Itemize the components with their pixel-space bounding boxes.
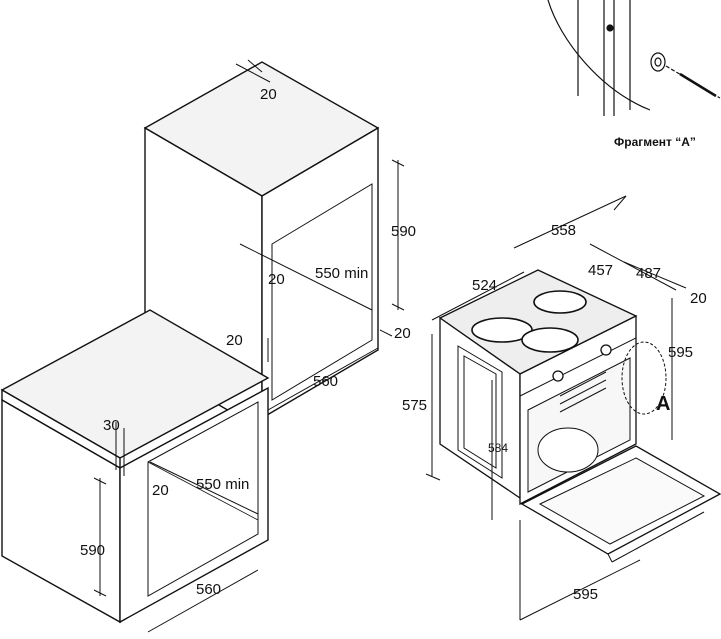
tall-top-panel-dim: 20 bbox=[260, 86, 277, 103]
tall-niche-width-dim: 560 bbox=[313, 373, 338, 390]
fragment-caption: Фрагмент “A” bbox=[614, 135, 696, 149]
under-top-dim: 30 bbox=[103, 417, 120, 434]
under-depth-dim: 550 min bbox=[196, 476, 249, 493]
callout-a-label: A bbox=[656, 393, 670, 415]
oven-frame-dim: 20 bbox=[690, 290, 707, 307]
under-cabinet bbox=[0, 309, 270, 624]
oven bbox=[438, 269, 721, 563]
tall-right-panel-dim: 20 bbox=[394, 325, 411, 342]
tall-inner-side-dim: 20 bbox=[268, 271, 285, 288]
oven-body-height-dim: 575 bbox=[402, 397, 427, 414]
oven-depth-side-dim: 524 bbox=[472, 277, 497, 294]
oven-inner-height-dim: 584 bbox=[488, 441, 508, 455]
oven-dimension-lines bbox=[425, 195, 687, 621]
oven-front-height-dim: 595 bbox=[668, 344, 693, 361]
tall-niche-depth-dim: 550 min bbox=[315, 265, 368, 282]
under-dimension-lines bbox=[93, 422, 259, 633]
oven-depth-body-dim: 487 bbox=[636, 265, 661, 282]
under-side-dim: 20 bbox=[152, 482, 169, 499]
tall-left-panel-dim: 20 bbox=[226, 332, 243, 349]
under-height-dim: 590 bbox=[80, 542, 105, 559]
oven-depth-inner-dim: 457 bbox=[588, 262, 613, 279]
oven-depth-total-dim: 558 bbox=[551, 222, 576, 239]
fragment-a-detail bbox=[547, 0, 721, 116]
tall-niche-height-dim: 590 bbox=[391, 223, 416, 240]
oven-front-width-dim: 595 bbox=[573, 586, 598, 603]
under-width-dim: 560 bbox=[196, 581, 221, 598]
tall-dimension-lines bbox=[235, 59, 405, 411]
